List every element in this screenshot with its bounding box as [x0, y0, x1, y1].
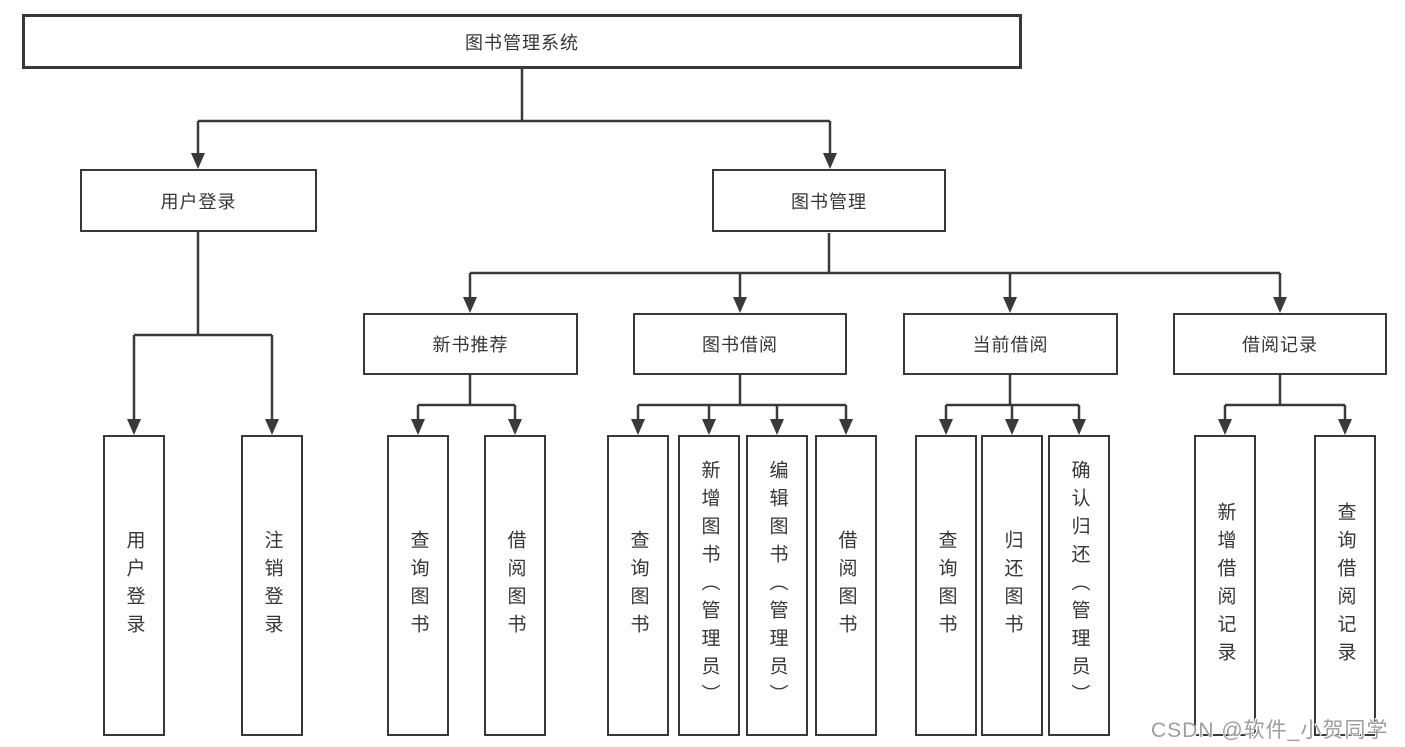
node-borrow-records: 借阅记录: [1173, 313, 1387, 375]
leaf-cb-return-books-label: 归还图书: [1001, 529, 1023, 642]
leaf-bb-borrow-books: 借阅图书: [815, 435, 877, 736]
leaf-nbr-borrow-books-label: 借阅图书: [504, 529, 526, 642]
leaf-bb-edit-books-admin: 编辑图书（管理员）: [746, 435, 808, 736]
leaf-bb-add-books-admin-label: 新增图书（管理员）: [698, 459, 720, 712]
node-current-borrow: 当前借阅: [903, 313, 1118, 375]
leaf-bb-query-books-label: 查询图书: [627, 529, 649, 642]
leaf-nbr-query-books: 查询图书: [387, 435, 449, 736]
leaf-bb-add-books-admin: 新增图书（管理员）: [678, 435, 740, 736]
watermark: CSDN @软件_小贺同学: [1151, 719, 1389, 742]
leaf-br-add-record: 新增借阅记录: [1194, 435, 1256, 736]
node-book-borrow-label: 图书借阅: [702, 335, 778, 355]
node-book-management: 图书管理: [712, 169, 946, 232]
leaf-cb-query-books-label: 查询图书: [935, 529, 957, 642]
leaf-br-add-record-label: 新增借阅记录: [1214, 501, 1236, 670]
leaf-bb-query-books: 查询图书: [607, 435, 669, 736]
leaf-user-login-label: 用户登录: [123, 529, 145, 642]
node-new-book-recommend: 新书推荐: [363, 313, 578, 375]
node-current-borrow-label: 当前借阅: [972, 335, 1049, 355]
leaf-br-query-record: 查询借阅记录: [1314, 435, 1376, 736]
leaf-bb-edit-books-admin-label: 编辑图书（管理员）: [766, 459, 788, 712]
node-root-label: 图书管理系统: [465, 32, 579, 53]
leaf-cb-confirm-return-admin: 确认归还（管理员）: [1048, 435, 1110, 736]
node-new-book-recommend-label: 新书推荐: [432, 335, 509, 355]
node-user-login-label: 用户登录: [160, 191, 237, 212]
leaf-nbr-query-books-label: 查询图书: [407, 529, 429, 642]
node-root-system: 图书管理系统: [22, 14, 1022, 69]
leaf-cb-return-books: 归还图书: [981, 435, 1043, 736]
leaf-bb-borrow-books-label: 借阅图书: [835, 529, 857, 642]
leaf-user-login: 用户登录: [103, 435, 165, 736]
leaf-br-query-record-label: 查询借阅记录: [1334, 501, 1356, 670]
node-book-borrow: 图书借阅: [633, 313, 847, 375]
node-borrow-records-label: 借阅记录: [1242, 335, 1318, 355]
node-user-login: 用户登录: [80, 169, 317, 232]
leaf-logout-login: 注销登录: [241, 435, 303, 736]
leaf-nbr-borrow-books: 借阅图书: [484, 435, 546, 736]
leaf-cb-confirm-return-admin-label: 确认归还（管理员）: [1068, 459, 1090, 712]
leaf-cb-query-books: 查询图书: [915, 435, 977, 736]
leaf-logout-login-label: 注销登录: [261, 529, 283, 642]
node-book-management-label: 图书管理: [791, 191, 867, 212]
